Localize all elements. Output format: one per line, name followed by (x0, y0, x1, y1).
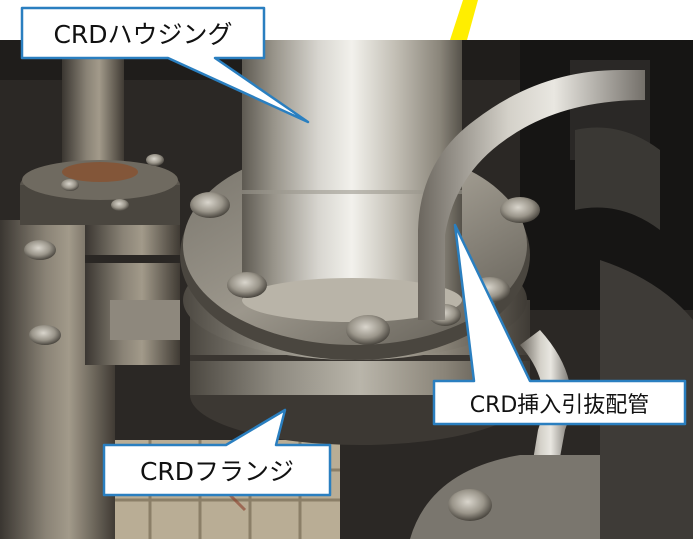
crd-housing-label: CRDハウジング (53, 20, 233, 49)
crd-insert-withdraw-piping-label: CRD挿入引抜配管 (469, 392, 650, 418)
crd-flange-label: CRDフランジ (139, 457, 295, 486)
